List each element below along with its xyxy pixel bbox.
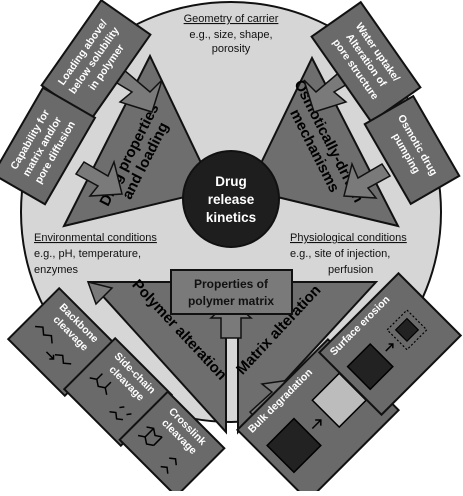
matrix-properties-box — [170, 269, 293, 315]
environmental-heading: Environmental conditions — [34, 232, 157, 244]
matrix-properties-line-1: Properties of — [194, 277, 269, 291]
matrix-properties-line-2: polymer matrix — [188, 294, 274, 308]
geometry-line-2: porosity — [212, 43, 251, 55]
geometry-label: Geometry of carrier e.g., size, shape, p… — [184, 13, 279, 55]
sidechain-polymer-icon — [89, 373, 132, 421]
backbone-arrow-icon — [45, 351, 55, 360]
crosslink-network-icon — [137, 426, 177, 474]
environmental-line-1: e.g., pH, temperature, — [34, 248, 141, 260]
environmental-label: Environmental conditions e.g., pH, tempe… — [34, 232, 157, 276]
bulk-before-square — [266, 417, 322, 474]
box-capability: Capability for matrix and/or pore diffus… — [0, 86, 97, 206]
polymer-alteration-triangle — [87, 281, 227, 435]
center-line-3: kinetics — [206, 210, 256, 225]
physiological-heading: Physiological conditions — [290, 232, 407, 244]
box-osmotic-pumping: Osmotic drug pumping — [363, 94, 461, 206]
bulk-arrow-icon — [311, 419, 322, 430]
physiological-line-2: perfusion — [328, 264, 373, 276]
geometry-line-1: e.g., size, shape, — [189, 29, 272, 41]
drug-release-kinetics-circle — [182, 150, 280, 248]
physiological-label: Physiological conditions e.g., site of i… — [290, 232, 407, 276]
box-loading: Loading above/ below solubility in polym… — [40, 0, 152, 122]
backbone-chain-icon — [35, 325, 72, 365]
center-line-2: release — [208, 192, 255, 207]
environmental-line-2: enzymes — [34, 264, 79, 276]
physiological-line-1: e.g., site of injection, — [290, 248, 390, 260]
center-line-1: Drug — [215, 174, 247, 189]
arrow-osmotic-pump — [343, 161, 392, 199]
arrow-capability — [74, 159, 123, 197]
arrow-backbone — [86, 280, 114, 306]
surface-before-square — [346, 342, 394, 391]
surface-arrow-icon — [385, 343, 394, 352]
geometry-heading: Geometry of carrier — [184, 13, 279, 25]
surface-after-square — [394, 317, 420, 343]
